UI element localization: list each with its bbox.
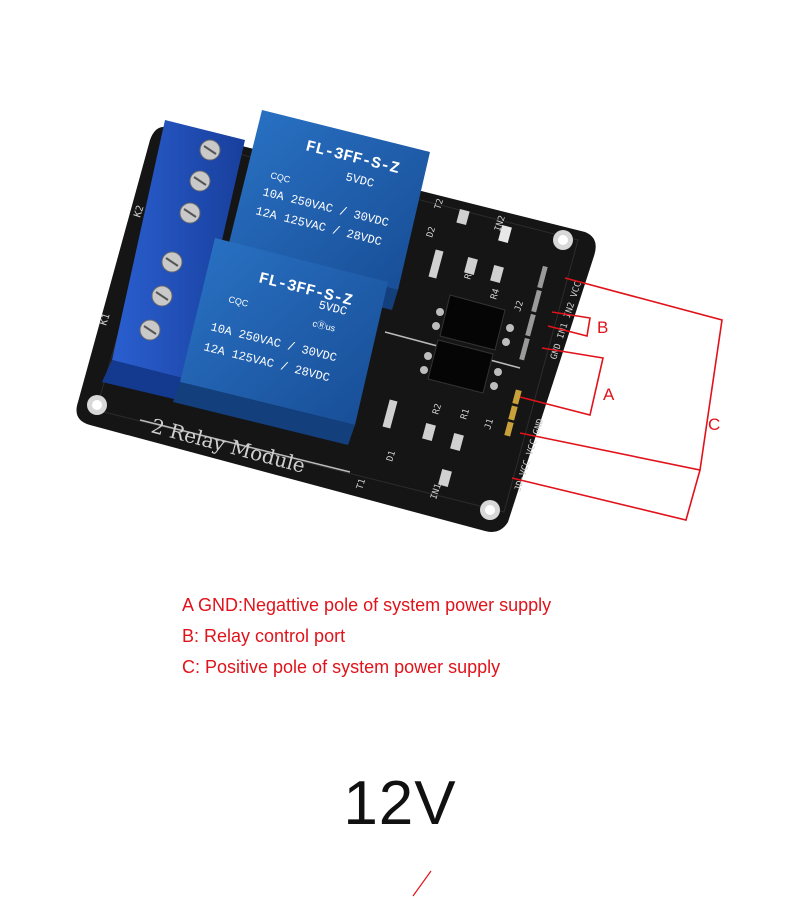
relay-k1: FL-3FF-S-Z 5VDC CQC cⓇus 10A 250VAC / 30…: [173, 238, 388, 445]
silk-j2: J2: [513, 300, 526, 313]
silk-r1: R1: [459, 408, 472, 421]
legend-b: B: Relay control port: [182, 626, 346, 646]
silk-t2: T2: [433, 198, 446, 211]
relay-k2-coil: 5VDC: [344, 170, 375, 191]
callout-a-label: A: [603, 385, 615, 404]
silk-in1: IN1: [429, 482, 444, 501]
relay-k1-coil: 5VDC: [317, 298, 348, 319]
voltage-heading: 12V: [343, 769, 457, 838]
decorative-slash: [412, 870, 432, 897]
callout-c-label: C: [708, 415, 720, 434]
silk-d2: D2: [425, 226, 438, 239]
relay-k2-cert: CQC: [270, 170, 292, 185]
silk-k2: K2: [132, 204, 146, 219]
callout-lines: [511, 277, 723, 521]
silk-k1: K1: [98, 312, 112, 327]
silk-j1: J1: [483, 418, 496, 431]
pin-legend: A GND:Negattive pole of system power sup…: [182, 590, 551, 683]
callout-b-label: B: [597, 318, 608, 337]
silk-d1: D1: [385, 450, 398, 463]
legend-a: A GND:Negattive pole of system power sup…: [182, 595, 552, 615]
relay-k1-cert: CQC: [228, 294, 250, 309]
relay-module-photo: FL-3FF-S-Z 5VDC CQC 10A 250VAC / 30VDC 1…: [76, 110, 723, 532]
screw-terminal-block: [102, 120, 245, 400]
legend-c: C: Positive pole of system power supply: [182, 657, 501, 677]
silk-r2: R2: [431, 403, 444, 416]
silk-r4: R4: [489, 288, 502, 301]
silk-t1: T1: [355, 478, 368, 491]
